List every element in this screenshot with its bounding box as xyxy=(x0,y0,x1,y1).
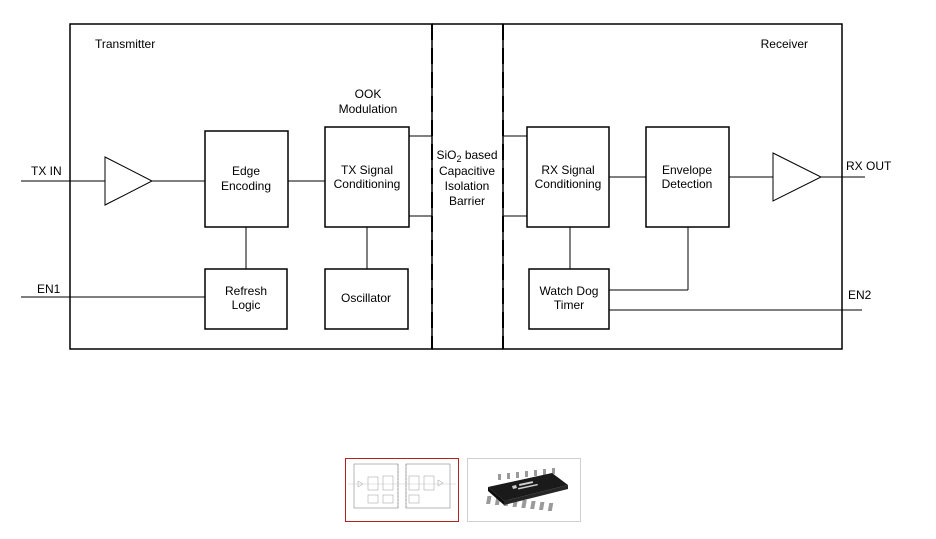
svg-text:Refresh: Refresh xyxy=(225,284,267,298)
ic-package-icon xyxy=(486,468,568,511)
thumbnail-block-diagram[interactable] xyxy=(345,458,459,522)
ook-label: OOK xyxy=(355,87,382,101)
block-rx-signal-conditioning: RX Signal Conditioning xyxy=(526,126,610,228)
svg-text:RX Signal: RX Signal xyxy=(541,163,594,177)
functional-block-diagram: Transmitter Receiver OOK Modulation SiO2… xyxy=(21,23,892,350)
block-envelope-detection: Envelope Detection xyxy=(645,126,730,228)
transmitter-label: Transmitter xyxy=(95,37,155,51)
barrier-label-line3: Isolation xyxy=(445,179,490,193)
receiver-region xyxy=(502,23,843,350)
thumbnail-chip-photo[interactable] xyxy=(467,458,581,522)
svg-text:Envelope: Envelope xyxy=(662,163,712,177)
svg-text:Conditioning: Conditioning xyxy=(535,177,602,191)
svg-text:Edge: Edge xyxy=(232,164,260,178)
svg-text:Timer: Timer xyxy=(554,298,584,312)
svg-text:Watch Dog: Watch Dog xyxy=(540,284,599,298)
block-watch-dog-timer: Watch Dog Timer xyxy=(528,268,610,330)
block-oscillator: Oscillator xyxy=(324,268,409,330)
block-refresh-logic: Refresh Logic xyxy=(204,268,288,330)
input-buffer-icon xyxy=(104,156,154,206)
svg-text:Detection: Detection xyxy=(662,177,713,191)
rx-out-label: RX OUT xyxy=(846,159,892,173)
svg-text:Logic: Logic xyxy=(232,298,261,312)
barrier-label-line1: SiO2 based xyxy=(436,148,497,164)
tx-in-label: TX IN xyxy=(31,164,62,178)
block-diagram-thumbnail-image xyxy=(348,463,456,509)
barrier-label-line2: Capacitive xyxy=(439,164,495,178)
barrier-label-line4: Barrier xyxy=(449,194,485,208)
receiver-label: Receiver xyxy=(761,37,808,51)
transmitter-region xyxy=(69,23,433,350)
svg-text:Conditioning: Conditioning xyxy=(334,177,401,191)
svg-text:Oscillator: Oscillator xyxy=(341,291,391,305)
en1-label: EN1 xyxy=(37,282,61,296)
block-edge-encoding: Edge Encoding xyxy=(204,130,289,228)
svg-text:TX Signal: TX Signal xyxy=(341,163,393,177)
modulation-label: Modulation xyxy=(339,102,398,116)
svg-text:Encoding: Encoding xyxy=(221,179,271,193)
wires xyxy=(21,135,865,311)
en2-label: EN2 xyxy=(848,288,872,302)
block-tx-signal-conditioning: TX Signal Conditioning xyxy=(324,126,410,228)
output-buffer-icon xyxy=(772,152,823,202)
